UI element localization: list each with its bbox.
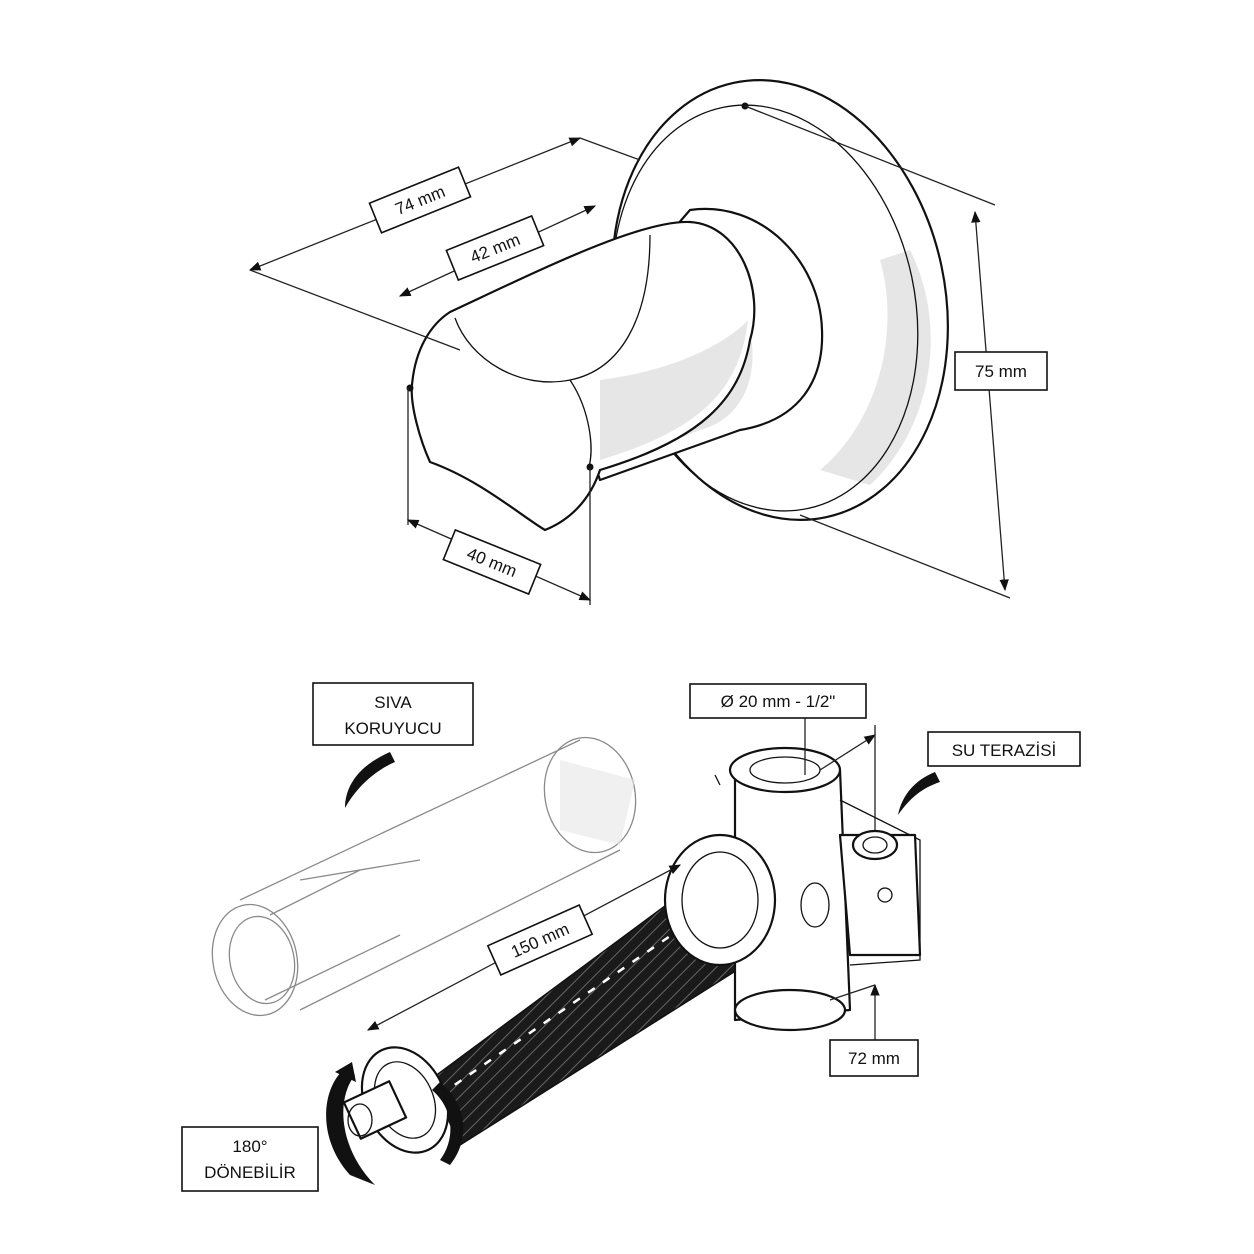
rotation-arrow-icon (326, 1068, 375, 1185)
dimension-72mm: 72 mm (829, 983, 919, 1077)
handle-lever (406, 102, 756, 532)
label-plaster-guard-2: KORUYUCU (344, 719, 441, 738)
callout-plaster-guard: SIVA KORUYUCU (312, 682, 474, 808)
label-75mm: 75 mm (975, 362, 1027, 381)
curved-arrow-icon (898, 772, 940, 815)
concealed-body-illustration: 150 mm Ø 20 mm - 1/2" 72 mm SIVA KORUYUC… (181, 682, 1081, 1192)
dimension-75mm: 75 mm (744, 105, 1048, 599)
label-pipe-size: Ø 20 mm - 1/2" (721, 692, 836, 711)
label-72mm: 72 mm (848, 1049, 900, 1068)
spindle-end (342, 1046, 450, 1154)
callout-rotation: 180° DÖNEBİLİR (181, 1062, 464, 1192)
diverter-handle-illustration: 74 mm 42 mm 40 mm 75 (248, 79, 1048, 605)
label-rotation-2: DÖNEBİLİR (204, 1163, 296, 1182)
curved-arrow-icon (345, 752, 395, 808)
label-spirit-level: SU TERAZİSİ (952, 741, 1057, 760)
label-rotation-1: 180° (232, 1137, 267, 1156)
label-plaster-guard-1: SIVA (374, 693, 412, 712)
callout-spirit-level: SU TERAZİSİ (898, 731, 1081, 815)
dimension-pipe-size: Ø 20 mm - 1/2" (689, 683, 876, 830)
